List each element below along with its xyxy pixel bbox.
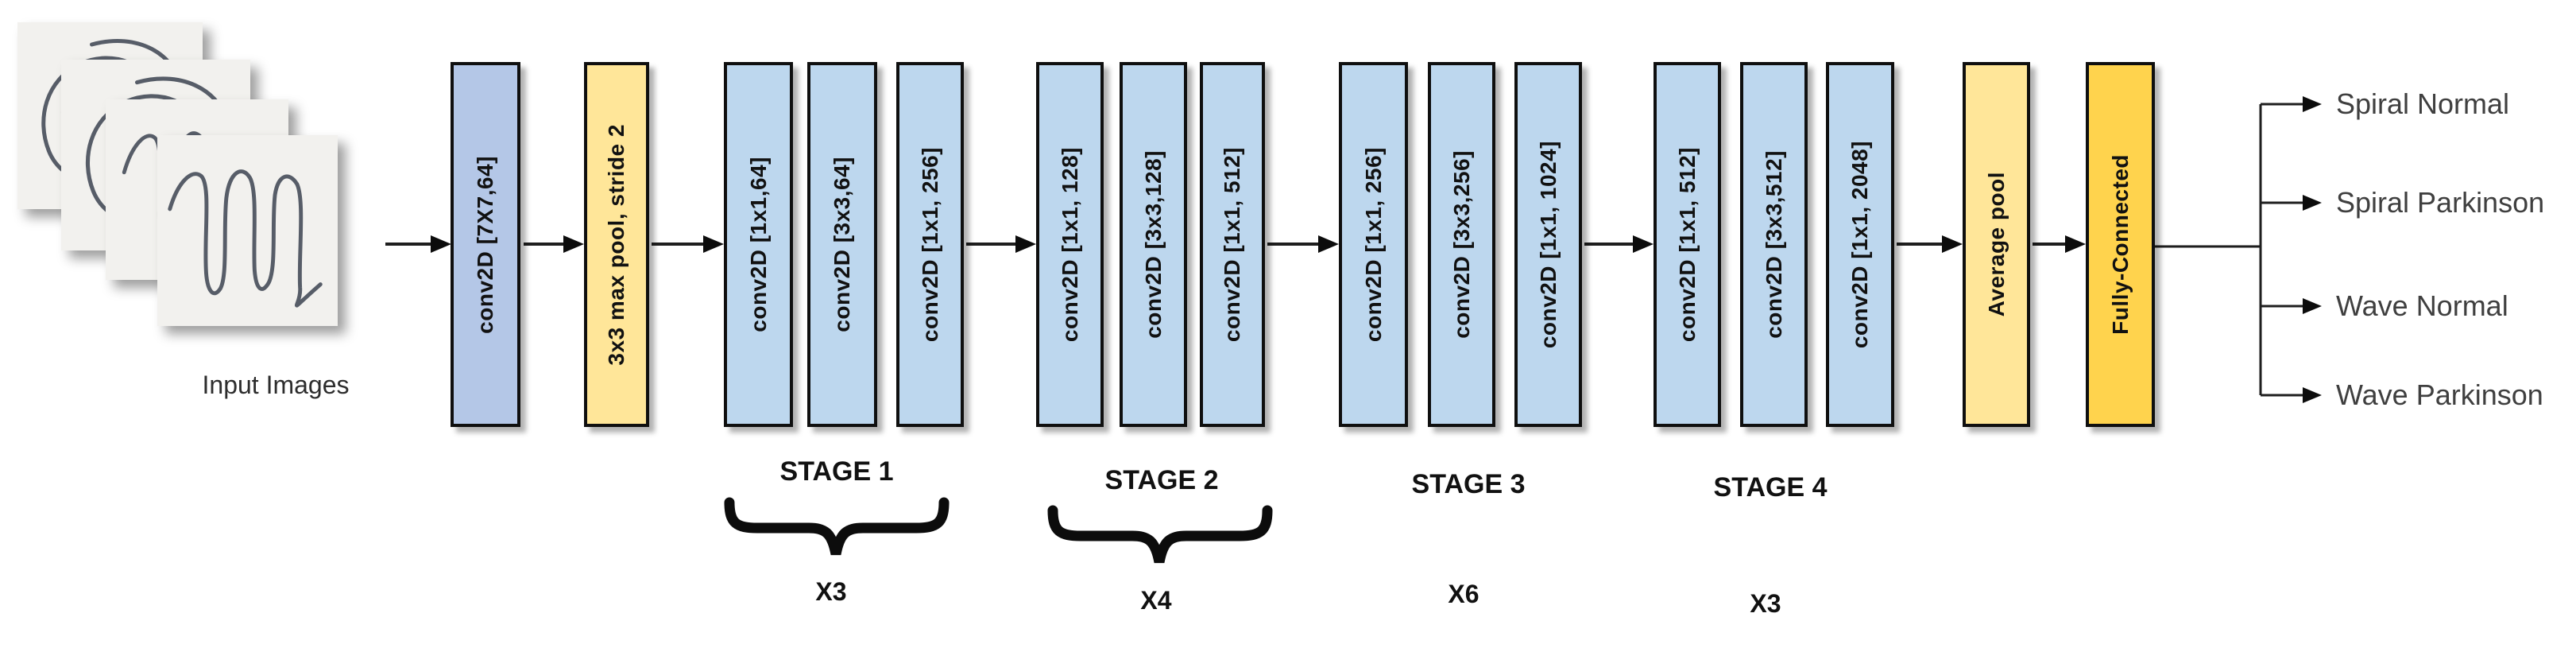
block-label: conv2D [1x1, 256] (917, 146, 942, 343)
block-label: conv2D [1x1, 256] (1360, 146, 1386, 343)
block-stage1-conv3: conv2D [1x1, 256] (896, 62, 964, 427)
block-label: conv2D [1x1,64] (745, 157, 771, 332)
block-label: Fully-Connected (2107, 154, 2133, 335)
block-label: conv2D [3x3,256] (1449, 150, 1474, 339)
input-images-label: Input Images (202, 371, 350, 399)
block-max-pool: 3x3 max pool, stride 2 (584, 62, 649, 427)
stage3-repeat-count: X6 (1448, 580, 1479, 608)
block-label: conv2D [3x3,512] (1761, 150, 1786, 339)
flow-arrow (524, 235, 584, 253)
stage4-label: STAGE 4 (1713, 472, 1828, 503)
underbrace-stage1 (724, 497, 950, 556)
block-label: Average pool (1983, 172, 2009, 317)
flow-arrow (966, 235, 1036, 253)
block-stage3-conv1: conv2D [1x1, 256] (1339, 62, 1408, 427)
block-label: conv2D [1x1, 128] (1057, 146, 1082, 343)
output-label-spiral-normal: Spiral Normal (2336, 87, 2510, 120)
underbrace-stage2 (1047, 505, 1273, 564)
block-stage1-conv2: conv2D [3x3,64] (807, 62, 877, 427)
block-label: conv2D [3x3,64] (830, 157, 854, 332)
block-stem-conv: conv2D [7X7,64] (451, 62, 520, 427)
output-label-wave-normal: Wave Normal (2336, 289, 2508, 322)
block-label: conv2D [1x1, 512] (1220, 146, 1244, 343)
block-stage2-conv1: conv2D [1x1, 128] (1036, 62, 1104, 427)
flow-arrow (1584, 235, 1654, 253)
stage4-repeat-count: X3 (1750, 589, 1781, 618)
block-label: conv2D [7X7,64] (473, 155, 497, 334)
flow-arrow (385, 235, 451, 253)
block-stage4-conv1: conv2D [1x1, 512] (1654, 62, 1721, 427)
output-tree (2155, 96, 2322, 403)
block-stage2-conv3: conv2D [1x1, 512] (1200, 62, 1265, 427)
block-label: conv2D [1x1, 512] (1674, 146, 1700, 343)
wave-drawing-icon (168, 169, 323, 308)
block-label: conv2D [1x1, 2048] (1847, 140, 1872, 349)
flow-arrow (2033, 235, 2086, 253)
block-stage3-conv3: conv2D [1x1, 1024] (1514, 62, 1582, 427)
flow-arrow (1267, 235, 1339, 253)
block-stage4-conv2: conv2D [3x3,512] (1740, 62, 1808, 427)
output-label-wave-parkinson: Wave Parkinson (2336, 378, 2543, 411)
block-label: conv2D [1x1, 1024] (1535, 140, 1561, 349)
stage1-label: STAGE 1 (779, 456, 894, 487)
block-stage2-conv2: conv2D [3x3,128] (1120, 62, 1187, 427)
block-label: 3x3 max pool, stride 2 (604, 123, 629, 366)
block-average-pool: Average pool (1963, 62, 2030, 427)
output-label-spiral-parkinson: Spiral Parkinson (2336, 186, 2545, 219)
block-stage4-conv3: conv2D [1x1, 2048] (1826, 62, 1894, 427)
block-stage1-conv1: conv2D [1x1,64] (724, 62, 793, 427)
block-fully-connected: Fully-Connected (2086, 62, 2155, 427)
block-label: conv2D [3x3,128] (1140, 150, 1166, 339)
stage2-label: STAGE 2 (1104, 465, 1219, 495)
input-image-wave-2 (157, 135, 338, 326)
stage1-repeat-count: X3 (815, 577, 847, 606)
stage3-label: STAGE 3 (1411, 469, 1526, 499)
block-stage3-conv2: conv2D [3x3,256] (1428, 62, 1495, 427)
stage2-repeat-count: X4 (1140, 586, 1172, 615)
flow-arrow (652, 235, 724, 253)
flow-arrow (1897, 235, 1963, 253)
